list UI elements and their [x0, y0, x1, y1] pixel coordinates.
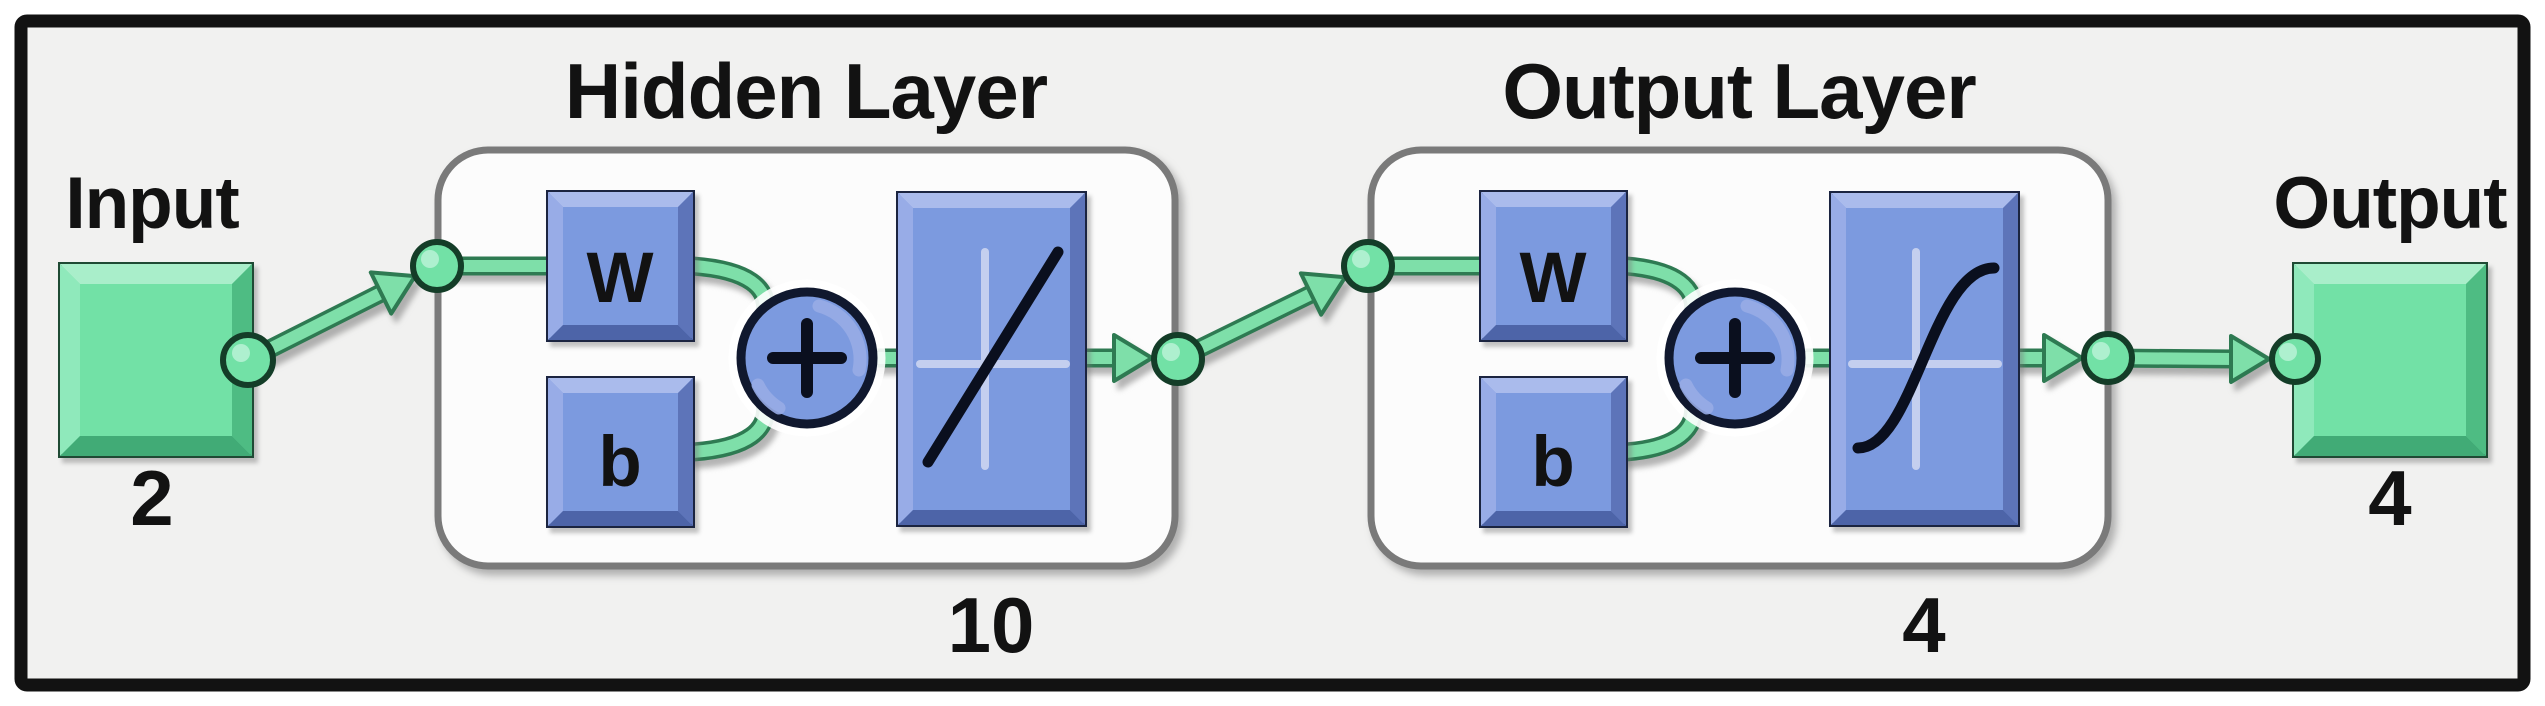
connection-dot — [1341, 239, 1395, 293]
bias-letter: b — [598, 423, 641, 502]
hidden-sum-junction — [728, 279, 886, 437]
arrowhead-icon — [2229, 334, 2271, 384]
hidden-layer-neurons: 10 — [948, 581, 1035, 669]
hidden-transfer-block — [896, 191, 1087, 527]
output-label: Output — [2273, 163, 2507, 244]
weight-letter: W — [1519, 239, 1586, 318]
connection-dot — [410, 239, 464, 293]
sum-junction-icon — [767, 318, 847, 398]
linear-transfer-icon — [916, 246, 1070, 470]
arrowhead-icon — [1112, 333, 1154, 383]
sigmoid-transfer-icon — [1848, 248, 2002, 470]
hidden-layer-title: Hidden Layer — [565, 47, 1048, 135]
input-label: Input — [65, 163, 239, 244]
hidden-weight-block: W — [546, 190, 695, 342]
arrowhead-icon — [1298, 271, 1348, 317]
output-transfer-block — [1829, 191, 2020, 527]
arrowhead-icon — [368, 270, 418, 316]
sum-junction-icon — [1695, 318, 1775, 398]
output-weight-block: W — [1479, 190, 1628, 342]
output-layer-neurons: 4 — [1902, 581, 1945, 669]
connection-dot — [2081, 331, 2135, 385]
connection-dot — [2269, 333, 2321, 385]
input-size: 2 — [130, 454, 173, 542]
connection-dot — [220, 332, 276, 388]
hidden-bias-block: b — [546, 376, 695, 528]
connection-dot — [1151, 332, 1205, 386]
output-block — [2292, 262, 2488, 458]
output-bias-block: b — [1479, 376, 1628, 528]
connection-dots — [220, 239, 2321, 388]
output-size: 4 — [2368, 454, 2411, 542]
weight-letter: W — [586, 239, 653, 318]
output-layer-title: Output Layer — [1502, 47, 1976, 135]
bias-letter: b — [1531, 423, 1574, 502]
arrowhead-icon — [2042, 333, 2084, 383]
output-sum-junction — [1656, 279, 1814, 437]
